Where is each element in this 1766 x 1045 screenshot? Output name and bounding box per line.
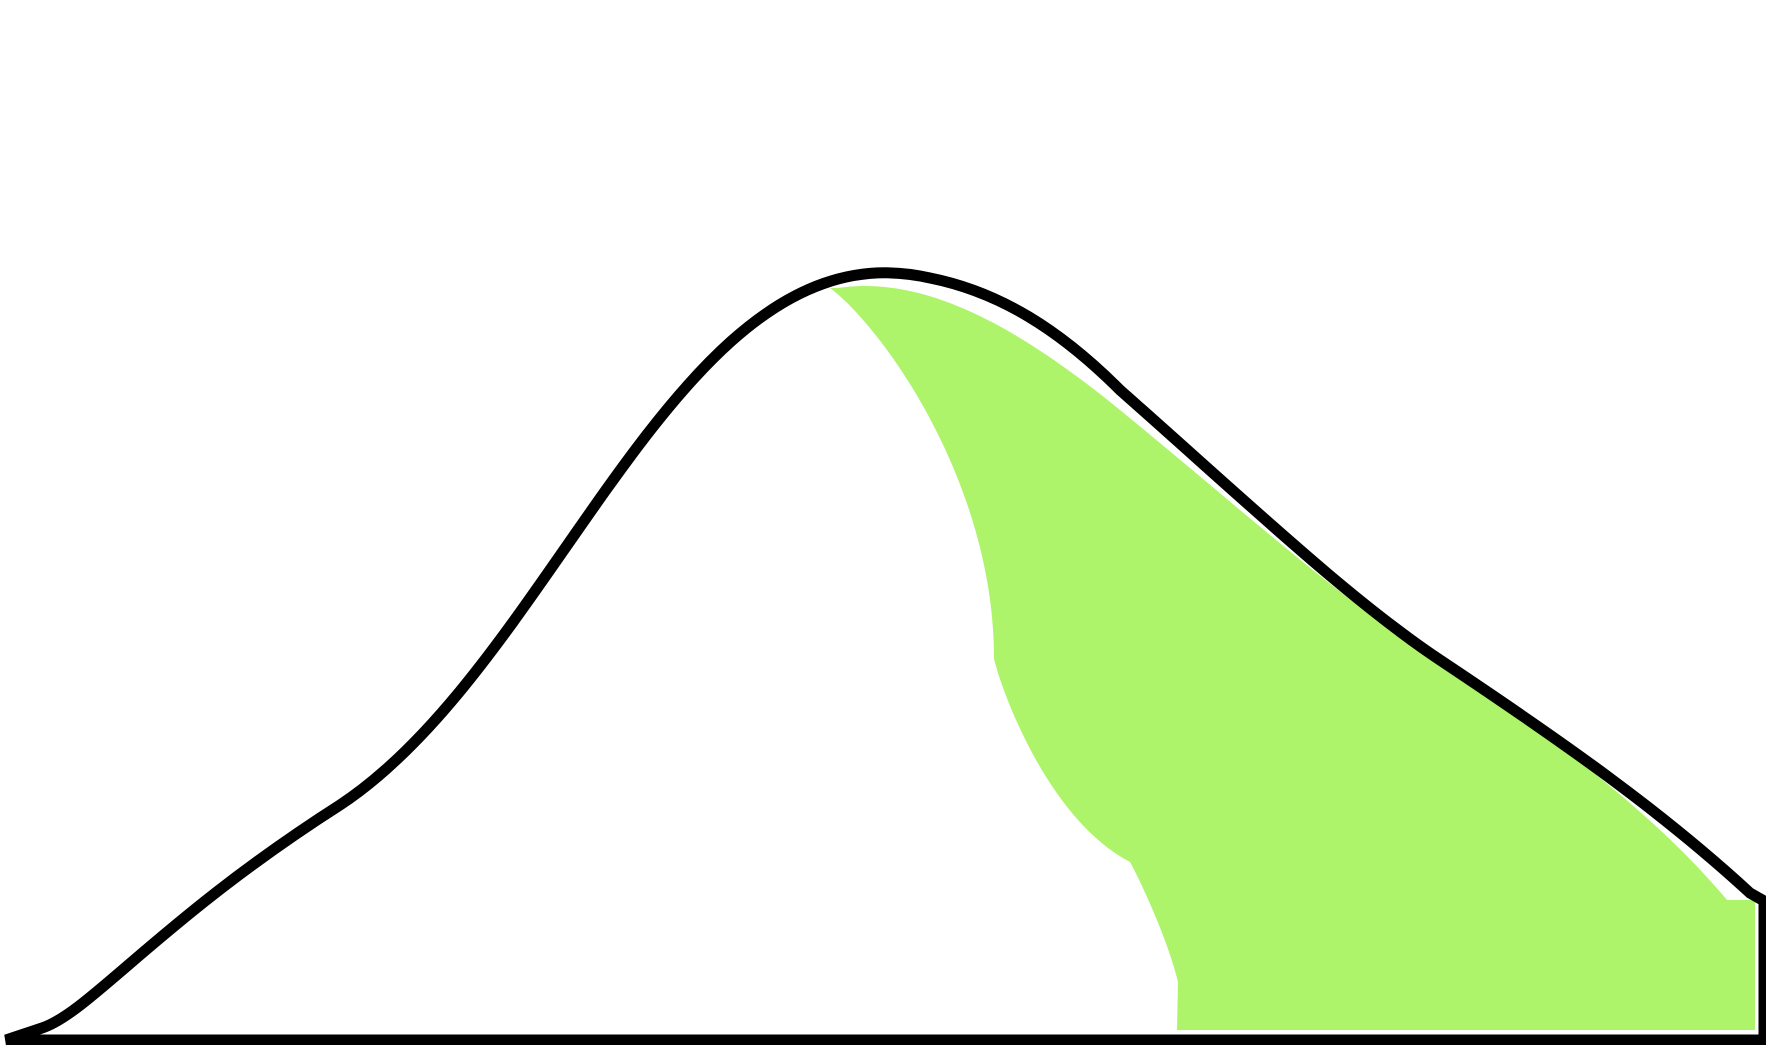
green-region-fill: [830, 286, 1755, 1030]
mountain-silhouette-outline: [4, 267, 1766, 1045]
